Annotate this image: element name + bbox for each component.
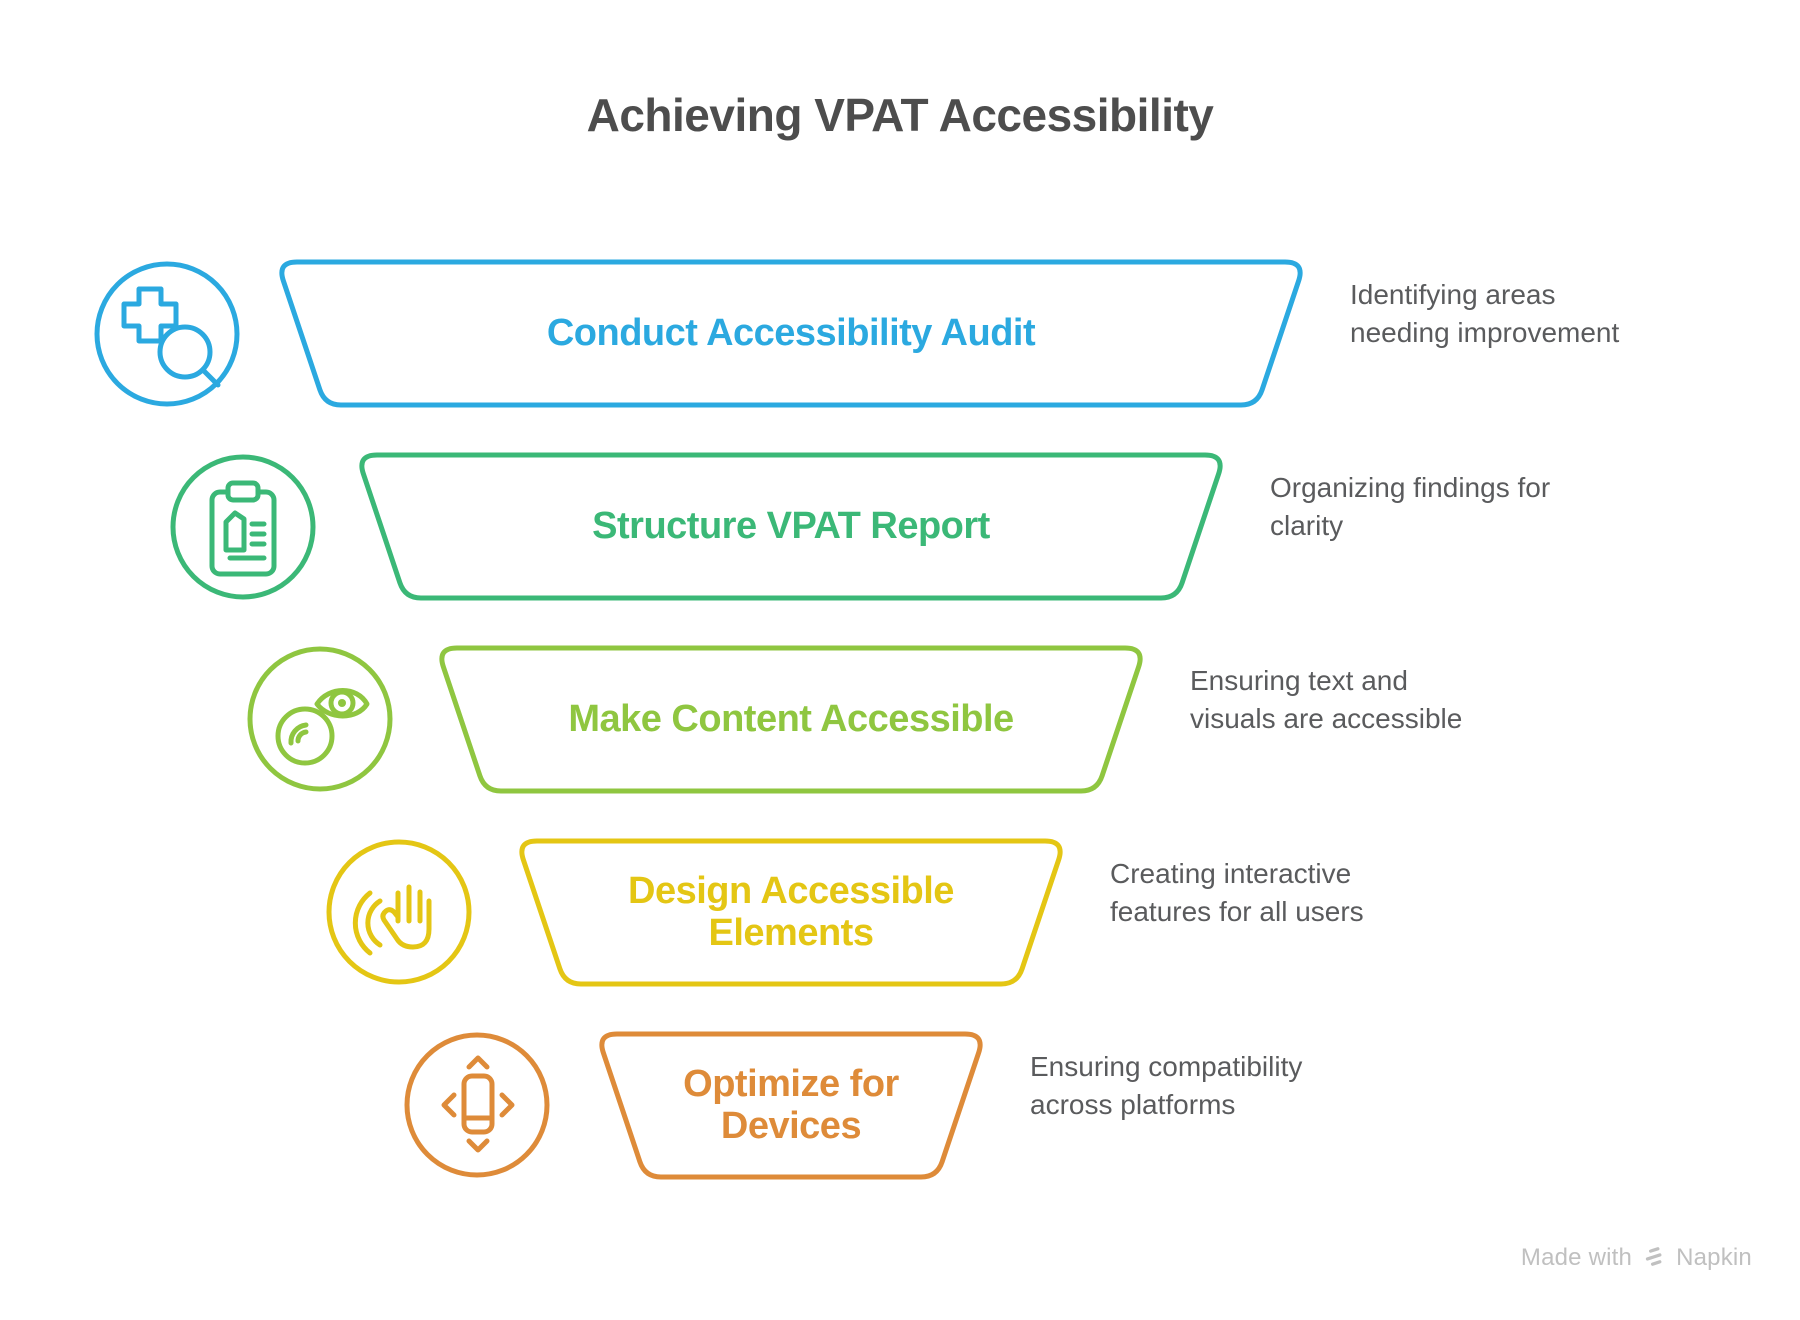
step-label: Optimize for Devices <box>683 1062 899 1147</box>
step-label: Structure VPAT Report <box>592 504 990 547</box>
napkin-logo-icon <box>1645 1247 1662 1266</box>
step-description: Ensuring compatibility across platforms <box>1030 1051 1303 1121</box>
step-description: Creating interactive features for all us… <box>1110 858 1364 928</box>
funnel-segment <box>359 452 1223 601</box>
step-row: Design Accessible Elements <box>511 835 1071 990</box>
step-row: Conduct Accessibility Audit <box>271 256 1311 411</box>
step-label: Make Content Accessible <box>568 697 1014 740</box>
step-label: Design Accessible Elements <box>628 869 954 954</box>
funnel-segment <box>439 645 1143 794</box>
eye-visibility-icon <box>245 644 395 794</box>
audit-magnifier-cross-icon <box>92 259 242 409</box>
step-row: Optimize for Devices <box>591 1028 991 1183</box>
step-description: Ensuring text and visuals are accessible <box>1190 665 1463 735</box>
step-description: Organizing findings for clarity <box>1270 472 1551 542</box>
step-description: Identifying areas needing improvement <box>1350 279 1620 349</box>
footer-credit: Made with Napkin <box>1521 1244 1752 1272</box>
funnel-segment <box>279 259 1303 408</box>
step-row: Structure VPAT Report <box>351 449 1231 604</box>
funnel-segment <box>599 1031 983 1180</box>
step-label: Conduct Accessibility Audit <box>546 311 1036 354</box>
made-with-text: Made with <box>1520 1244 1633 1271</box>
touch-hand-icon <box>324 837 474 987</box>
device-arrows-icon <box>402 1030 552 1180</box>
funnel-segment <box>519 838 1063 987</box>
step-row: Make Content Accessible <box>431 642 1151 797</box>
brand-text: Napkin <box>1676 1244 1752 1271</box>
page-title: Achieving VPAT Accessibility <box>586 89 1214 141</box>
clipboard-report-icon <box>168 452 318 602</box>
